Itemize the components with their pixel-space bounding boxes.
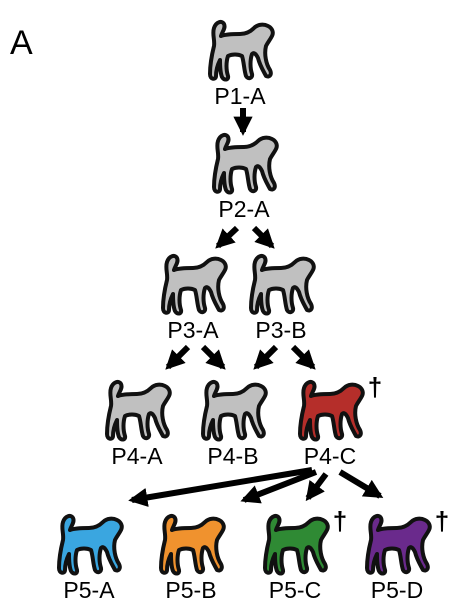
monkey-icon: [159, 513, 226, 576]
node-p1-a: P1-A: [208, 19, 275, 109]
arrow-p3-a-to-p4-a: [165, 344, 191, 370]
dagger-icon: †: [333, 506, 347, 536]
panel-label: A: [10, 24, 33, 62]
monkey-icon: [201, 379, 268, 442]
node-label: P1-A: [214, 83, 266, 109]
arrow-p2-a-to-p3-a: [215, 225, 240, 249]
node-p4-b: P4-B: [201, 379, 268, 469]
arrow-p3-b-to-p4-c: [290, 344, 316, 370]
node-p4-c: P4-C †: [298, 372, 382, 469]
node-label: P5-D: [371, 577, 423, 603]
node-p3-b: P3-B: [249, 253, 316, 343]
monkey-icon: [208, 19, 275, 82]
arrow-p3-b-to-p4-b: [253, 344, 279, 370]
node-label: P4-C: [304, 443, 356, 469]
arrow-p4-c-to-p5-a: [128, 467, 313, 507]
node-p4-a: P4-A: [105, 379, 172, 469]
node-label: P4-A: [111, 443, 163, 469]
node-p5-c: P5-C †: [263, 506, 347, 603]
node-p2-a: P2-A: [212, 132, 279, 222]
edges: [128, 108, 384, 507]
arrow-p2-a-to-p3-b: [251, 225, 275, 249]
node-p3-a: P3-A: [161, 253, 228, 343]
monkey-icon: [263, 513, 330, 576]
node-p5-b: P5-B: [159, 513, 226, 603]
node-p5-d: P5-D †: [365, 506, 449, 603]
arrow-p4-c-to-p5-c: [305, 472, 329, 502]
node-label: P5-C: [269, 577, 321, 603]
nodes: P1-A P2-A P3-A P3-B P4-A P4-B P4-C † P5-A P5-B P5-…: [57, 19, 449, 603]
arrow-p4-c-to-p5-d: [338, 469, 384, 499]
monkey-icon: [105, 379, 172, 442]
dagger-icon: †: [368, 372, 382, 402]
monkey-icon: [249, 253, 316, 316]
node-label: P4-B: [207, 443, 258, 469]
dagger-icon: †: [435, 506, 449, 536]
monkey-icon: [57, 513, 124, 576]
node-label: P3-A: [167, 317, 219, 343]
monkey-icon: [365, 513, 432, 576]
node-label: P2-A: [218, 196, 270, 222]
node-label: P5-A: [63, 577, 115, 603]
monkey-icon: [298, 379, 365, 442]
node-label: P3-B: [255, 317, 306, 343]
arrow-p3-a-to-p4-b: [200, 344, 226, 370]
arrow-p4-c-to-p5-b: [240, 469, 318, 504]
monkey-icon: [161, 253, 228, 316]
node-label: P5-B: [165, 577, 216, 603]
node-p5-a: P5-A: [57, 513, 124, 603]
monkey-icon: [212, 132, 279, 195]
